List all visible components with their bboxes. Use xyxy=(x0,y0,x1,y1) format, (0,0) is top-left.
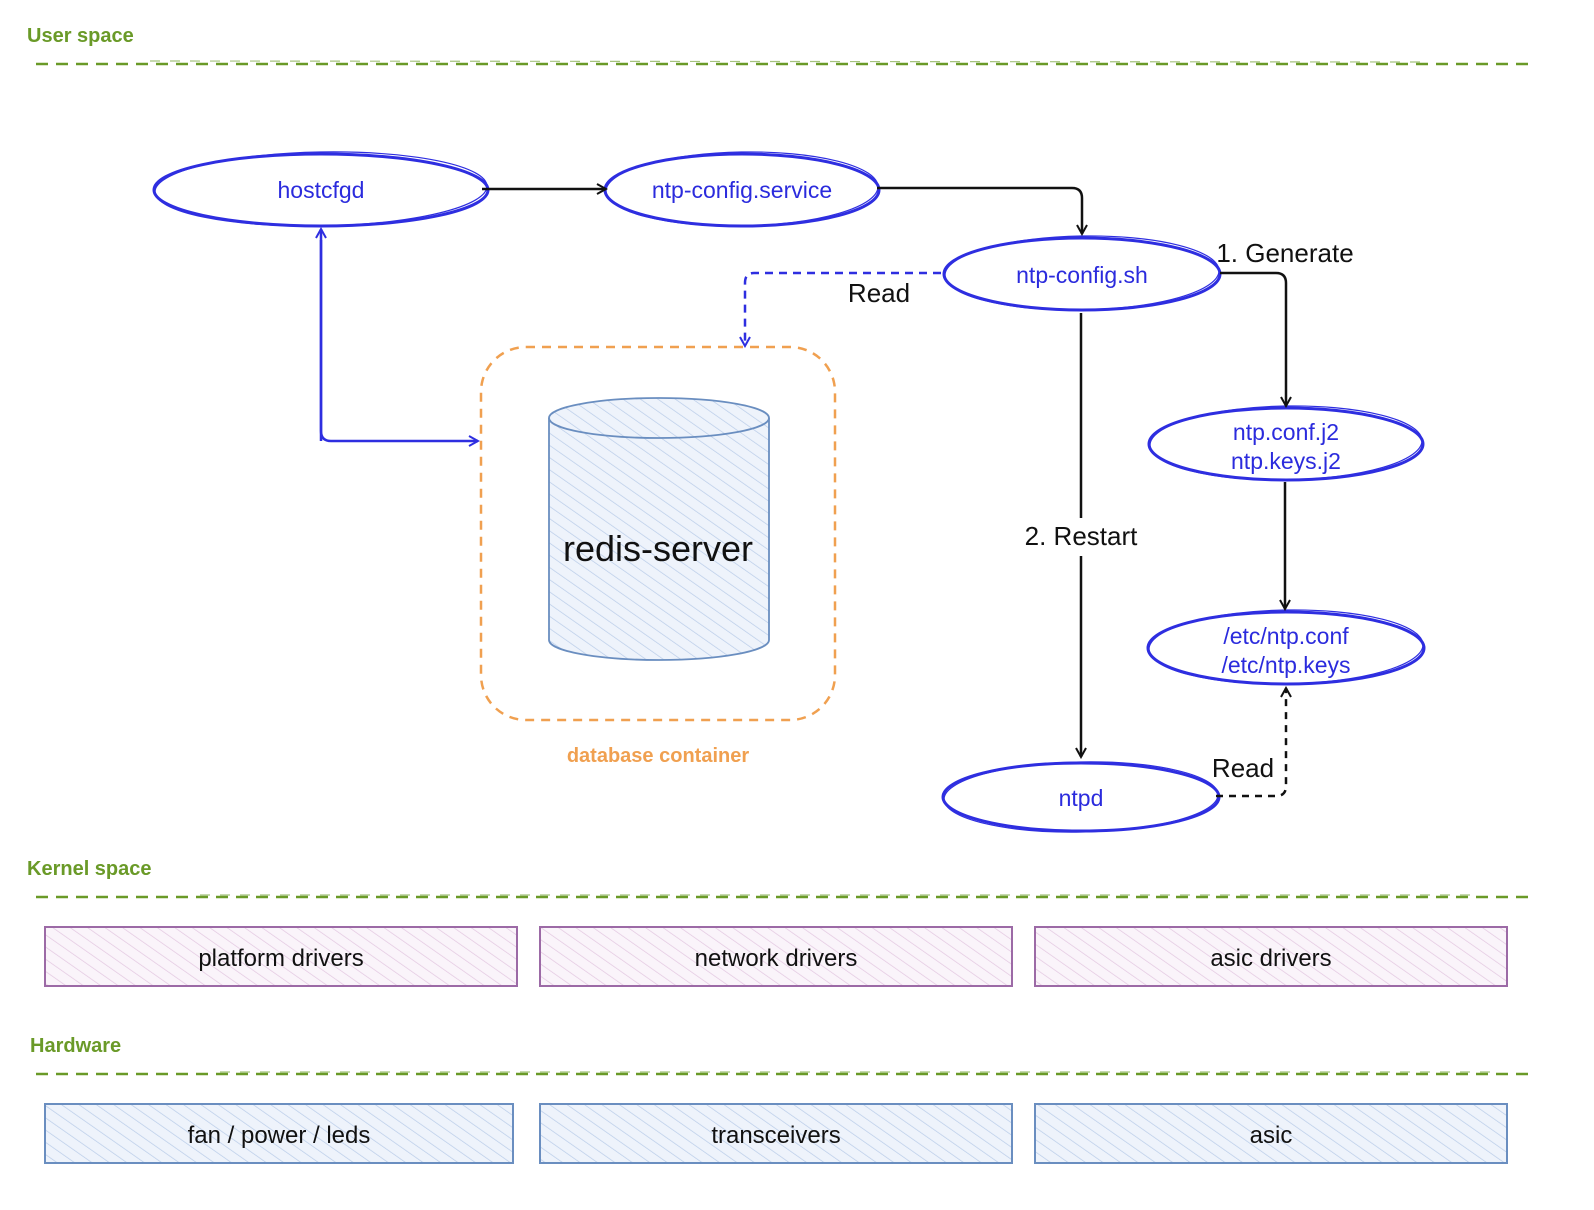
edge-hostcfgd-to-redis xyxy=(319,240,478,441)
read-conf-label: Read xyxy=(1212,753,1274,783)
redis-server-cylinder xyxy=(548,397,770,661)
hardware-block-fan-power-leds: fan / power / leds xyxy=(44,1103,514,1164)
hardware-block-label: fan / power / leds xyxy=(188,1122,371,1149)
kernel-block-label: network drivers xyxy=(695,945,858,972)
ntp-config-service-label: ntp-config.service xyxy=(652,177,832,203)
kernel-block-label: platform drivers xyxy=(198,945,363,972)
ntpd-label: ntpd xyxy=(1059,785,1104,811)
edge-service-to-script xyxy=(877,186,1082,234)
restart-label: 2. Restart xyxy=(1025,521,1138,551)
node-configs: /etc/ntp.conf /etc/ntp.keys xyxy=(1146,609,1426,686)
config-ntp-keys-label: /etc/ntp.keys xyxy=(1221,652,1350,678)
node-ntpd: ntpd xyxy=(941,761,1221,833)
user-space-title: User space xyxy=(27,25,134,47)
kernel-space-title: Kernel space xyxy=(27,858,152,880)
hardware-title: Hardware xyxy=(30,1035,121,1057)
edge-ntpd-reads-configs xyxy=(1216,688,1286,798)
database-container-box xyxy=(479,345,837,722)
kernel-block-label: asic drivers xyxy=(1210,945,1331,972)
hardware-block-label: asic xyxy=(1250,1122,1293,1149)
node-ntp-config-service: ntp-config.service xyxy=(603,151,881,228)
database-container-label: database container xyxy=(567,745,750,767)
generate-label: 1. Generate xyxy=(1216,238,1353,268)
config-ntp-conf-label: /etc/ntp.conf xyxy=(1223,623,1349,649)
edge-generate-templates xyxy=(1220,271,1286,406)
hardware-block-transceivers: transceivers xyxy=(539,1103,1013,1164)
hardware-block-label: transceivers xyxy=(711,1122,840,1149)
read-db-label: Read xyxy=(848,278,910,308)
kernel-block-network-drivers: network drivers xyxy=(539,926,1013,987)
node-templates: ntp.conf.j2 ntp.keys.j2 xyxy=(1147,405,1425,482)
kernel-block-platform-drivers: platform drivers xyxy=(44,926,518,987)
user-space-separator-sketch xyxy=(149,60,1421,63)
edge-script-reads-redis xyxy=(745,271,941,346)
ntp-config-sh-label: ntp-config.sh xyxy=(1016,262,1148,288)
redis-server-label: redis-server xyxy=(563,528,753,569)
template-ntp-keys-label: ntp.keys.j2 xyxy=(1231,448,1341,474)
hostcfgd-label: hostcfgd xyxy=(278,177,365,203)
node-hostcfgd: hostcfgd xyxy=(152,151,490,228)
hardware-block-asic: asic xyxy=(1034,1103,1508,1164)
kernel-block-asic-drivers: asic drivers xyxy=(1034,926,1508,987)
node-ntp-config-sh: ntp-config.sh xyxy=(942,235,1222,312)
template-ntp-conf-label: ntp.conf.j2 xyxy=(1233,419,1339,445)
